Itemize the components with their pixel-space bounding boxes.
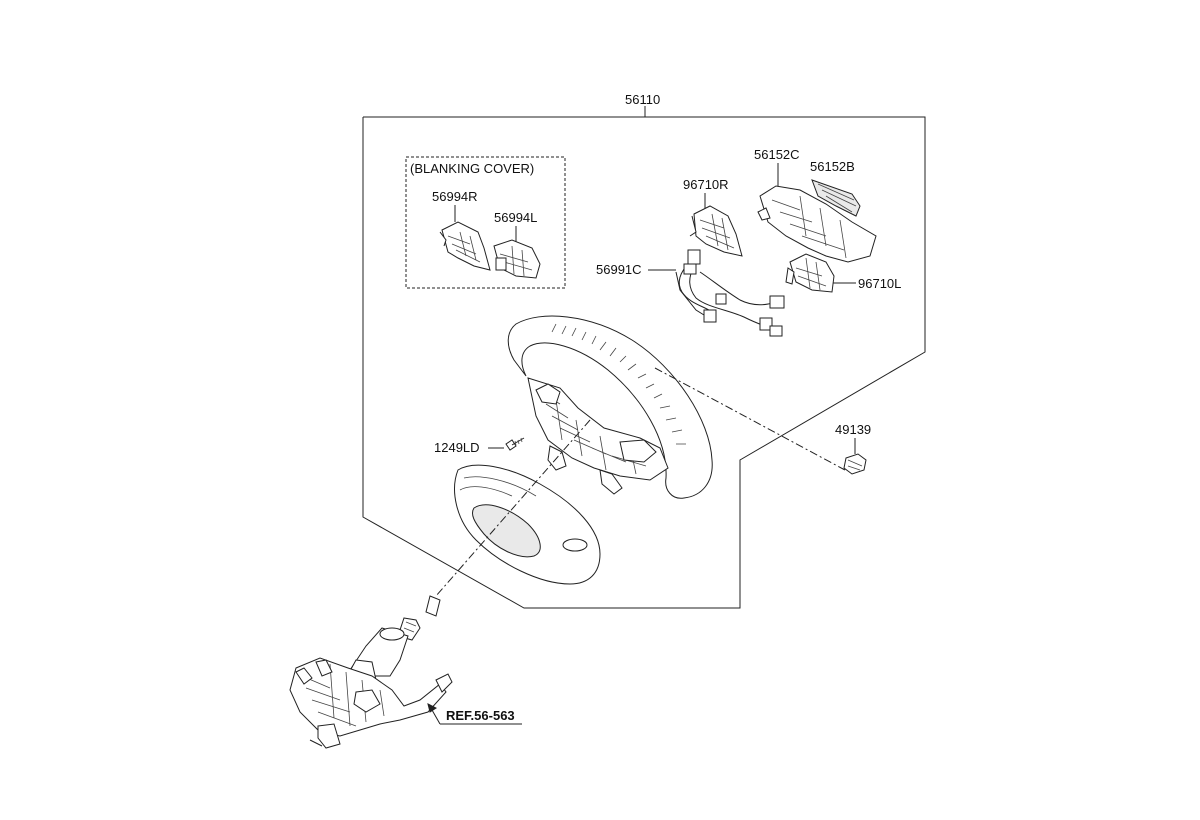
label-blanking-cover[interactable]: (BLANKING COVER) (410, 161, 534, 176)
blanking-cover-r-icon[interactable] (439, 221, 491, 271)
label-56152B[interactable]: 56152B (810, 159, 855, 174)
label-ref-56-563[interactable]: REF.56-563 (446, 708, 515, 723)
blanking-cover-l-icon[interactable] (493, 239, 541, 279)
label-49139[interactable]: 49139 (835, 422, 871, 437)
switch-l-icon[interactable] (785, 253, 835, 293)
label-1249LD[interactable]: 1249LD (434, 440, 480, 455)
label-96710L[interactable]: 96710L (858, 276, 901, 291)
switch-r-icon[interactable] (689, 205, 743, 257)
nut-axis (654, 367, 846, 471)
center-axis (435, 419, 591, 597)
label-56991C[interactable]: 56991C (596, 262, 642, 277)
nut-icon[interactable] (843, 453, 867, 475)
label-56110[interactable]: 56110 (625, 92, 660, 107)
steering-wheel-icon[interactable] (454, 315, 713, 585)
steering-column-icon[interactable] (289, 595, 453, 749)
screw-icon[interactable] (505, 437, 525, 451)
label-56994R[interactable]: 56994R (432, 189, 478, 204)
label-96710R[interactable]: 96710R (683, 177, 729, 192)
label-56152C[interactable]: 56152C (754, 147, 800, 162)
wiring-harness-icon[interactable] (675, 249, 785, 337)
reference-arrow (427, 703, 522, 725)
label-56994L[interactable]: 56994L (494, 210, 537, 225)
bezel-56152-icon[interactable] (757, 179, 877, 263)
assembly-boundary (362, 116, 926, 609)
